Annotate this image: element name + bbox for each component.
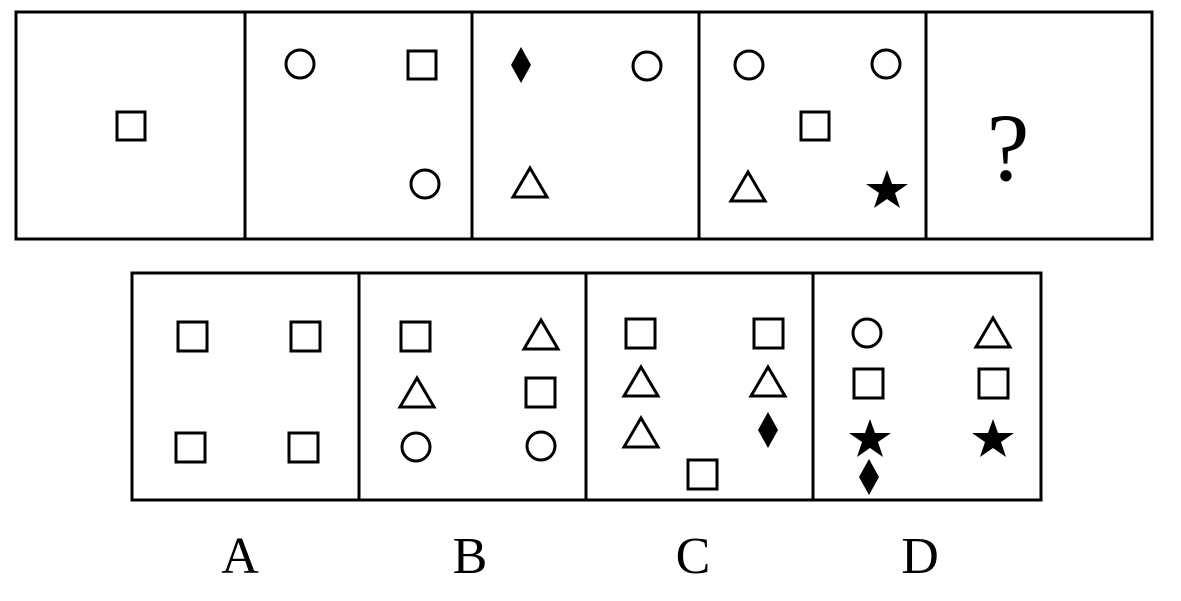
panel-1 — [115, 110, 147, 142]
circle-shape — [284, 48, 316, 80]
triangle-shape — [521, 317, 561, 351]
options-row — [130, 271, 1043, 502]
square-shape — [287, 431, 320, 464]
triangle-shape — [397, 375, 437, 409]
star-shape — [849, 419, 891, 457]
diamond-shape — [758, 412, 778, 448]
option-c-label[interactable]: C — [675, 528, 711, 585]
square-shape — [176, 320, 209, 353]
square-shape — [624, 317, 657, 350]
option-d[interactable] — [849, 315, 1014, 495]
option-c[interactable] — [621, 317, 788, 491]
star-shape — [972, 419, 1014, 457]
triangle-shape — [748, 364, 788, 398]
circle-shape — [409, 168, 441, 200]
star-shape — [866, 170, 908, 208]
square-shape — [289, 320, 322, 353]
option-b-label[interactable]: B — [452, 528, 488, 585]
circle-shape — [733, 49, 765, 81]
question-row: ? — [14, 10, 1154, 241]
square-shape — [686, 458, 719, 491]
triangle-shape — [973, 315, 1013, 349]
option-a-label[interactable]: A — [221, 528, 259, 585]
question-mark: ? — [987, 94, 1030, 201]
circle-shape — [525, 430, 557, 462]
square-shape — [752, 317, 785, 350]
square-shape — [406, 49, 438, 81]
option-b[interactable] — [397, 317, 561, 463]
square-shape — [977, 367, 1010, 400]
square-shape — [174, 431, 207, 464]
question-row-frame — [14, 10, 1154, 241]
triangle-shape — [621, 364, 661, 398]
triangle-shape — [621, 415, 661, 449]
panel-4 — [728, 48, 908, 208]
square-shape — [115, 110, 147, 142]
circle-shape — [851, 317, 883, 349]
diamond-shape — [511, 47, 531, 83]
diamond-shape — [859, 459, 879, 495]
panel-2 — [284, 48, 441, 200]
circle-shape — [631, 50, 663, 82]
panel-5: ? — [987, 94, 1030, 201]
square-shape — [852, 367, 885, 400]
triangle-shape — [728, 169, 768, 203]
square-shape — [799, 110, 831, 142]
square-shape — [399, 320, 432, 353]
circle-shape — [400, 431, 432, 463]
circle-shape — [870, 48, 902, 80]
panel-3 — [510, 47, 663, 199]
square-shape — [524, 376, 557, 409]
option-d-label[interactable]: D — [901, 528, 939, 585]
triangle-shape — [510, 165, 550, 199]
option-a[interactable] — [174, 320, 322, 464]
